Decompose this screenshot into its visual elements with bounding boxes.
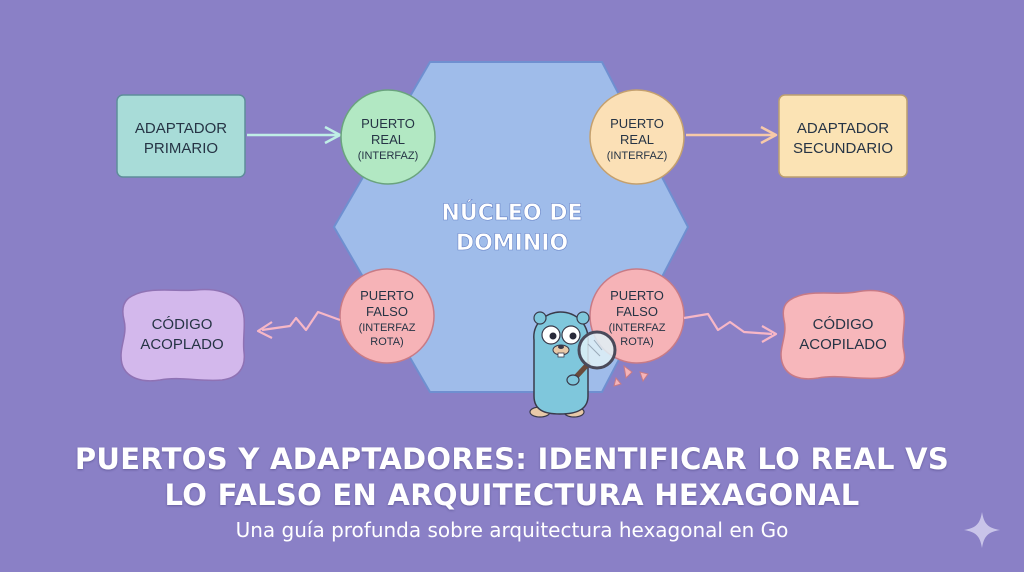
broken-arrow-right (683, 312, 778, 343)
secondary-adapter-line2: SECUNDARIO (793, 140, 893, 157)
arrow-primary-to-port (247, 125, 342, 145)
real-port-right-circle (589, 89, 685, 185)
fake-port-left-line1: PUERTO (360, 288, 414, 303)
subtitle: Una guía profunda sobre arquitectura hex… (235, 518, 789, 542)
title-line-1: PUERTOS Y ADAPTADORES: IDENTIFICAR LO RE… (74, 442, 950, 476)
real-port-right-line2: REAL (620, 132, 654, 147)
coupled-code-left-blob (120, 288, 246, 382)
core-label-line2: DOMINIO (456, 231, 568, 256)
fake-port-left-line2: FALSO (366, 304, 408, 319)
fake-port-right-line3: (INTERFAZ (609, 322, 666, 334)
real-port-right-line3: (INTERFAZ) (607, 150, 668, 162)
fake-port-right-line2: FALSO (616, 304, 658, 319)
coupled-left-line1: CÓDIGO (152, 316, 213, 333)
fake-port-left-line4: ROTA) (370, 336, 403, 348)
real-port-left-circle (340, 89, 436, 185)
secondary-adapter-line1: ADAPTADOR (797, 120, 889, 137)
fake-port-right-line1: PUERTO (610, 288, 664, 303)
arrow-port-to-secondary (686, 125, 778, 145)
fake-port-left-circle (339, 268, 435, 364)
real-port-left-line3: (INTERFAZ) (358, 150, 419, 162)
gopher-magnifier-icon (529, 311, 617, 418)
fake-port-right-circle (589, 268, 685, 364)
primary-adapter-line2: PRIMARIO (144, 140, 218, 157)
secondary-adapter-box (778, 94, 908, 178)
coupled-right-line2: ACOPILADO (799, 336, 887, 353)
broken-arrow-left (256, 310, 341, 339)
broken-shards (613, 364, 649, 387)
coupled-right-line1: CÓDIGO (813, 316, 874, 333)
coupled-left-line2: ACOPLADO (140, 336, 223, 353)
real-port-left-line2: REAL (371, 132, 405, 147)
sparkle-icon (964, 512, 1000, 548)
fake-port-left-line3: (INTERFAZ (359, 322, 416, 334)
core-label-line1: NÚCLEO DE (441, 200, 582, 226)
coupled-code-right-blob (780, 289, 906, 380)
primary-adapter-box (116, 94, 246, 178)
real-port-left-line1: PUERTO (361, 116, 415, 131)
fake-port-right-line4: ROTA) (620, 336, 653, 348)
title-line-2: LO FALSO EN ARQUITECTURA HEXAGONAL (164, 478, 860, 512)
real-port-right-line1: PUERTO (610, 116, 664, 131)
primary-adapter-line1: ADAPTADOR (135, 120, 227, 137)
